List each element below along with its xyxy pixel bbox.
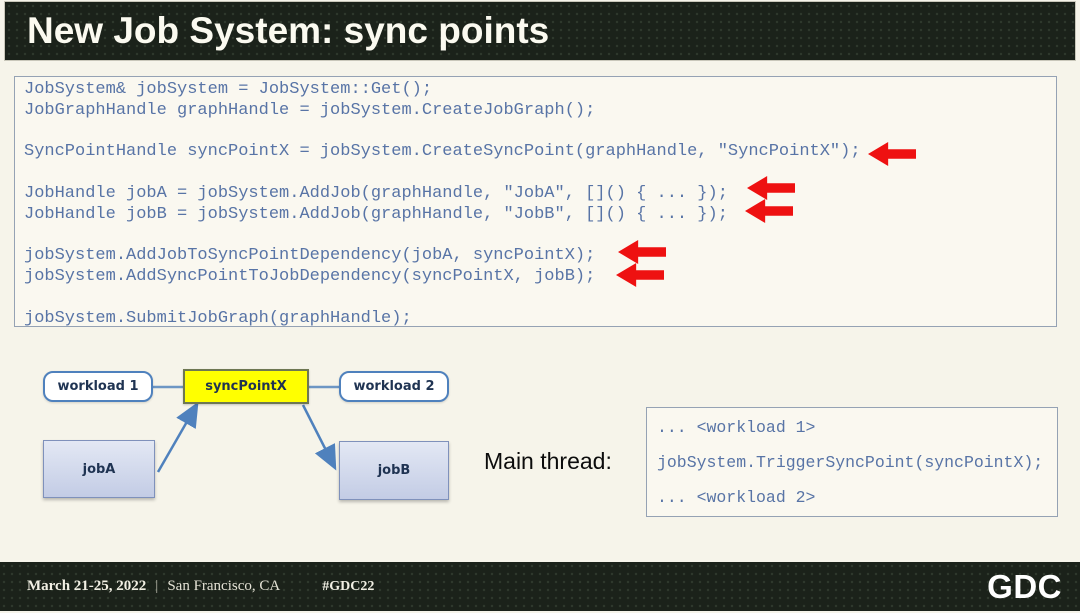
jobB-label: jobB	[377, 463, 411, 478]
footer-meta: March 21-25, 2022 | San Francisco, CA #G…	[27, 578, 374, 595]
diagram-node-jobB: jobB	[339, 441, 449, 500]
dependency-arrow-jobA-syncpoint	[156, 401, 199, 473]
jobA-label: jobA	[82, 461, 116, 477]
workload1-label: workload 1	[57, 379, 139, 394]
syncpoint-label: syncPointX	[205, 379, 287, 394]
main-thread-code-text: ... <workload 1> jobSystem.TriggerSyncPo…	[657, 418, 1044, 507]
footer-separator: |	[155, 578, 159, 594]
diagram-node-jobA: jobA	[43, 440, 155, 498]
slide-header: New Job System: sync points	[5, 2, 1075, 60]
slide-title: New Job System: sync points	[27, 10, 550, 51]
conference-location: San Francisco, CA	[167, 578, 281, 594]
diagram-connectors	[153, 385, 340, 473]
dependency-arrow-syncpoint-jobB	[301, 404, 337, 471]
diagram-node-workload2: workload 2	[339, 371, 449, 402]
workload2-label: workload 2	[353, 379, 435, 394]
diagram-node-workload1: workload 1	[43, 371, 153, 402]
diagram-node-syncpoint: syncPointX	[183, 369, 309, 404]
slide-footer: March 21-25, 2022 | San Francisco, CA #G…	[0, 562, 1080, 611]
conference-dates: March 21-25, 2022	[27, 578, 147, 594]
code-block-text: JobSystem& jobSystem = JobSystem::Get();…	[24, 80, 861, 328]
conference-hashtag: #GDC22	[322, 579, 375, 594]
gdc-logo: GDC	[987, 567, 1062, 605]
main-thread-label: Main thread:	[484, 448, 612, 474]
code-block: JobSystem& jobSystem = JobSystem::Get();…	[14, 76, 1057, 328]
main-thread-code-block: ... <workload 1> jobSystem.TriggerSyncPo…	[646, 407, 1058, 517]
